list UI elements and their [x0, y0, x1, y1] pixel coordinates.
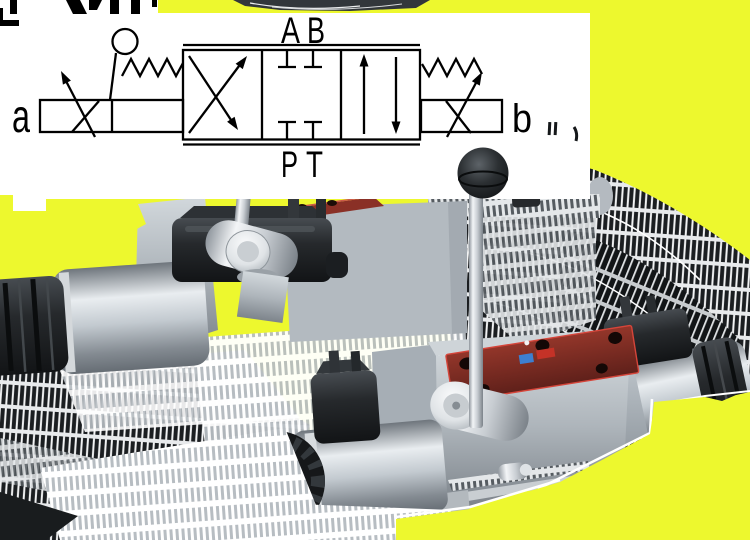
- side-plug: [497, 462, 532, 481]
- schematic-labels: a b A B P T: [12, 10, 532, 185]
- rear-lever-linkage: [205, 182, 298, 323]
- label-port-P: P: [281, 144, 298, 185]
- front-din-connector: [310, 350, 381, 444]
- lever-rod: [469, 192, 483, 428]
- label-port-A: A: [281, 10, 300, 51]
- valve-positions-symbol: [181, 48, 422, 141]
- solenoid-b-symbol: [419, 98, 504, 134]
- red-mounting-plate: [445, 324, 640, 403]
- label-actuator-b: b: [512, 97, 532, 141]
- label-port-B: B: [307, 10, 325, 51]
- schematic-panel: a b A B P T: [0, 0, 590, 211]
- brand-mark-fragment: [0, 0, 157, 26]
- sticker-red: [536, 347, 556, 360]
- panel-background: [0, 0, 590, 211]
- spring-b-symbol: [421, 56, 484, 79]
- sticker-blue: [518, 353, 534, 365]
- ball-groove: [458, 170, 508, 188]
- edge-fragments: [547, 121, 579, 142]
- label-actuator-a: a: [12, 90, 30, 142]
- rear-knurled-cap: [0, 275, 69, 377]
- spring-a-symbol: [120, 56, 185, 79]
- render-top-edge: [233, 0, 430, 11]
- texture-bottom: [0, 428, 452, 540]
- symbol-arrowheads: [61, 54, 482, 134]
- label-port-T: T: [306, 144, 323, 185]
- manual-lever: [430, 147, 529, 441]
- hydraulic-symbol: [38, 27, 504, 146]
- pilot-symbol: [111, 27, 139, 56]
- rear-valve-assembly: [0, 182, 467, 377]
